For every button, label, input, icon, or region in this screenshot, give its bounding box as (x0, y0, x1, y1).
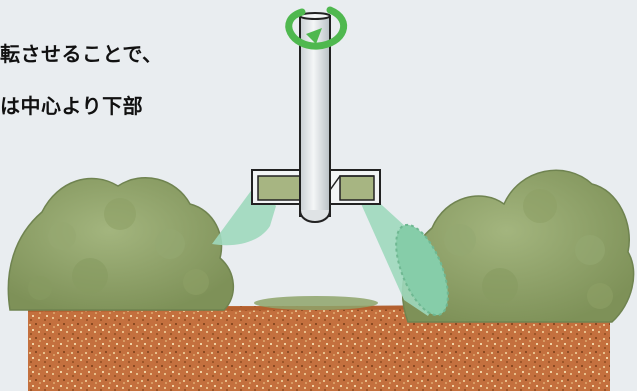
ground-foliage-patch (254, 296, 378, 310)
caption-line-1: 転させることで、 (0, 42, 163, 66)
left-bush (7, 177, 235, 311)
caption-line-2: は中心より下部 (0, 94, 144, 118)
rotation-arrow-icon (285, 6, 347, 50)
right-spray-cut-edge (395, 223, 449, 317)
right-bush (401, 169, 635, 323)
